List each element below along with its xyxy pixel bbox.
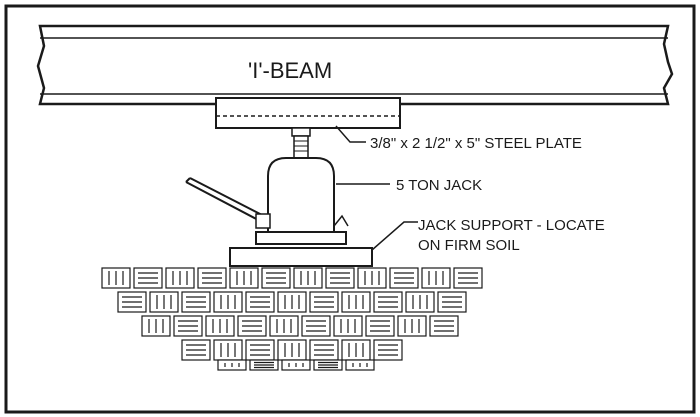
steel-plate <box>215 97 401 129</box>
leader-lines <box>335 125 418 251</box>
i-beam <box>36 24 674 106</box>
jack-screw <box>291 127 311 159</box>
support-label-line1: JACK SUPPORT - LOCATE <box>418 217 605 234</box>
support-label-line2: ON FIRM SOIL <box>418 237 520 254</box>
jack-label: 5 TON JACK <box>396 177 482 194</box>
beam-label: 'I'-BEAM <box>248 58 332 83</box>
firm-soil <box>101 267 483 371</box>
plate-label: 3/8" x 2 1/2" x 5" STEEL PLATE <box>370 135 582 152</box>
jack-support-block <box>229 247 373 267</box>
bottle-jack <box>185 157 349 245</box>
